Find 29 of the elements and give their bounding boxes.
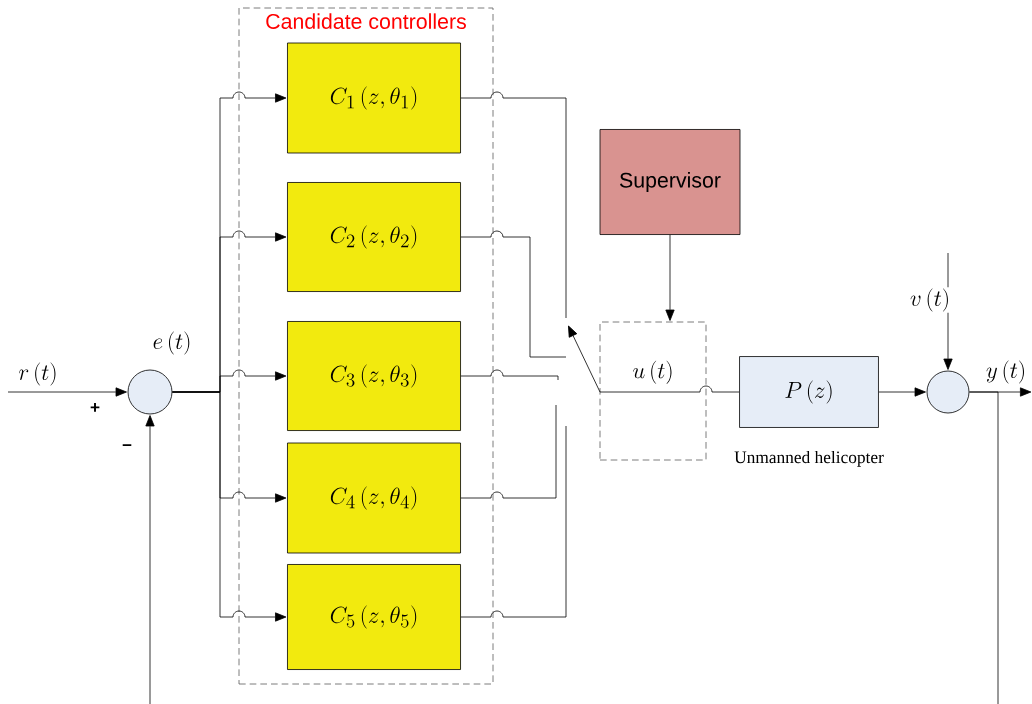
connector	[145, 391, 999, 704]
caption-text: Unmanned helicopter	[734, 450, 884, 467]
connector	[878, 387, 926, 397]
connector	[460, 230, 567, 358]
connector	[460, 425, 567, 618]
edge-label: $y\left(t\right)$	[984, 359, 1028, 385]
connector	[460, 369, 559, 381]
edge-label: $r\left(t\right)$	[17, 361, 59, 387]
summing-junction	[127, 369, 173, 415]
connector	[969, 387, 1032, 397]
plant-box: $P\left(z\right)$	[739, 356, 879, 428]
connector	[599, 385, 740, 393]
controller-box: $C_{4}\left(z,\theta_{4}\right)$	[287, 442, 461, 554]
switch-box: $u\left(t\right)$	[599, 321, 707, 461]
connector	[7, 387, 127, 397]
controller-box: $C_{3}\left(z,\theta_{3}\right)$	[287, 321, 461, 431]
supervisor-box: Supervisor	[599, 129, 741, 235]
controller-box: $C_{2}\left(z,\theta_{2}\right)$	[287, 182, 461, 292]
edge-label: $v\left(t\right)$	[908, 287, 952, 313]
connector	[665, 234, 675, 321]
controller-box: $C_{1}\left(z,\theta_{1}\right)$	[287, 42, 461, 154]
connector	[460, 404, 557, 499]
controller-box: $C_{5}\left(z,\theta_{5}\right)$	[287, 564, 461, 670]
signal-label: $e\left(t\right)$	[153, 331, 190, 355]
connector	[172, 391, 287, 622]
sign-label: –	[122, 444, 132, 446]
summing-junction	[926, 370, 970, 414]
sign-label: +	[90, 402, 100, 412]
connector	[460, 91, 567, 319]
